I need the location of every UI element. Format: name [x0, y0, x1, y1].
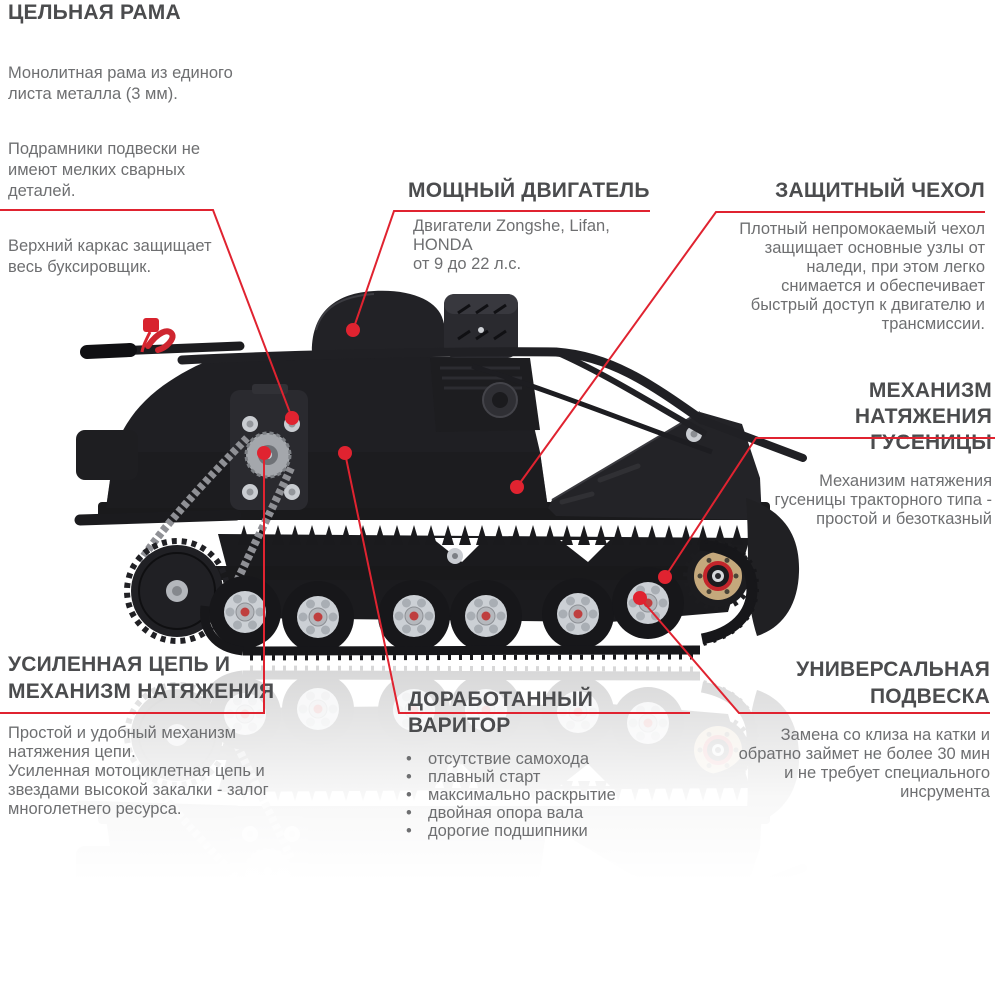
callout-dot-frame [285, 411, 299, 425]
callout-dot-tensioner [658, 570, 672, 584]
callout-dot-cover [510, 480, 524, 494]
callout-cover-title: ЗАЩИТНЫЙ ЧЕХОЛ [775, 179, 985, 202]
callout-variator: ДОРАБОТАННЫЙ ВАРИТОР отсутствие самохода… [398, 687, 698, 840]
callout-suspension: УНИВЕРСАЛЬНАЯ ПОДВЕСКА Замена со клиза н… [720, 656, 990, 802]
variator-list-item: дорогие подшипники [406, 822, 698, 840]
variator-list-item: двойная опора вала [406, 804, 698, 822]
callout-chain-title: УСИЛЕННАЯ ЦЕПЬ И МЕХАНИЗМ НАТЯЖЕНИЯ [8, 653, 275, 703]
callout-frame: ЦЕЛЬНАЯ РАМА Монолитная рама из единого … [0, 0, 250, 312]
callout-variator-title: ДОРАБОТАННЫЙ ВАРИТОР [408, 688, 594, 737]
variator-list-item: максимально раскрытие [406, 786, 698, 804]
callout-variator-list: отсутствие самохода плавный старт максим… [406, 750, 698, 840]
callout-engine: МОЩНЫЙ ДВИГАТЕЛЬ Двигатели Zongshe, Lifa… [393, 178, 663, 274]
callout-engine-body: Двигатели Zongshe, Lifan, HONDA от 9 до … [413, 217, 610, 273]
callout-frame-body: Монолитная рама из единого листа металла… [0, 42, 250, 312]
callout-frame-paragraph: Подрамники подвески не имеют мелких свар… [8, 140, 201, 200]
callout-suspension-body: Замена со клиза на катки и обратно займе… [738, 726, 990, 801]
callout-frame-paragraph: Верхний каркас защищает весь буксировщик… [8, 237, 212, 276]
callout-chain: УСИЛЕННАЯ ЦЕПЬ И МЕХАНИЗМ НАТЯЖЕНИЯ Прос… [0, 651, 290, 819]
callout-tensioner-title: МЕХАНИЗМ НАТЯЖЕНИЯ ГУСЕНИЦЫ [854, 379, 992, 454]
callout-dot-variator [338, 446, 352, 460]
callout-dot-engine [346, 323, 360, 337]
callout-tensioner-body: Механизим натяжения гусеницы тракторного… [774, 472, 992, 528]
callout-cover: ЗАЩИТНЫЙ ЧЕХОЛ Плотный непромокаемый чех… [705, 178, 985, 334]
callout-frame-paragraph: Монолитная рама из единого листа металла… [8, 64, 233, 103]
callout-engine-title: МОЩНЫЙ ДВИГАТЕЛЬ [408, 179, 650, 202]
callout-line-variator [344, 452, 690, 714]
variator-list-item: отсутствие самохода [406, 750, 698, 768]
callout-dot-suspension [633, 591, 647, 605]
callout-suspension-title: УНИВЕРСАЛЬНАЯ ПОДВЕСКА [796, 658, 990, 708]
variator-list-item: плавный старт [406, 768, 698, 786]
callout-tensioner: МЕХАНИЗМ НАТЯЖЕНИЯ ГУСЕНИЦЫ Механизим на… [742, 378, 992, 529]
callout-cover-body: Плотный непромокаемый чехол защищает осн… [739, 220, 985, 333]
callout-chain-body: Простой и удобный механизм натяжения цеп… [8, 724, 269, 818]
callout-dot-chain [257, 446, 271, 460]
callout-frame-title: ЦЕЛЬНАЯ РАМА [8, 1, 181, 24]
